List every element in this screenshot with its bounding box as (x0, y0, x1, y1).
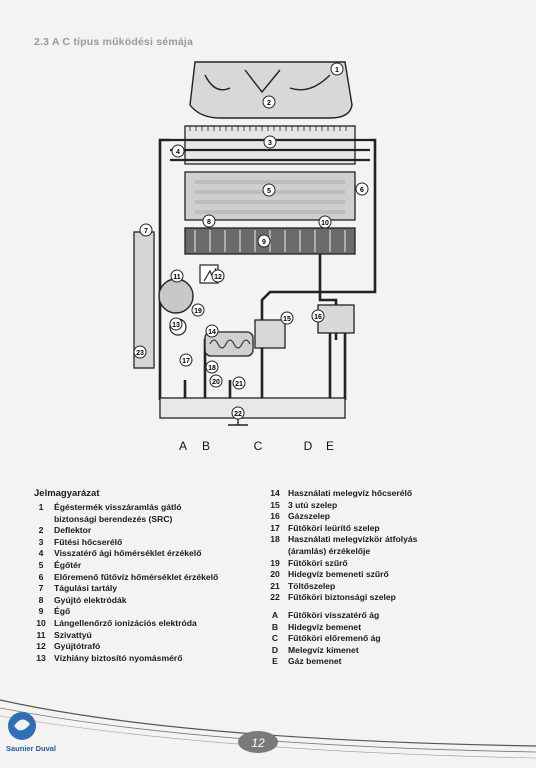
callout-17: 17 (179, 353, 193, 367)
callout-13: 13 (169, 317, 183, 331)
page-number-badge: 12 (238, 731, 278, 753)
callout-22: 22 (231, 406, 245, 420)
port-label-c: C (254, 439, 263, 453)
component-callouts: 1 2 3 4 5 6 7 8 9 10 11 12 13 14 15 16 1… (133, 62, 369, 420)
svg-text:9: 9 (262, 239, 266, 246)
port-label-b: B (202, 439, 210, 453)
svg-text:5: 5 (267, 188, 271, 195)
deflector (204, 69, 331, 94)
svg-text:15: 15 (283, 316, 291, 323)
callout-8: 8 (202, 214, 216, 228)
section-title: 2.3 A C típus működési sémája (34, 36, 194, 48)
gas-valve (317, 304, 355, 334)
callout-12: 12 (211, 269, 225, 283)
flue-hood (189, 61, 353, 119)
boiler-schematic: 1 2 3 4 5 6 7 8 9 10 11 12 13 14 15 16 1… (133, 61, 377, 453)
callout-16: 16 (311, 309, 325, 323)
callout-1: 1 (330, 62, 344, 76)
callout-2: 2 (262, 95, 276, 109)
svg-text:20: 20 (212, 379, 220, 386)
footer-decoration: 12 (0, 699, 536, 759)
callout-4: 4 (171, 144, 185, 158)
svg-text:3: 3 (268, 140, 272, 147)
port-label-a: A (179, 439, 187, 453)
callout-15: 15 (280, 311, 294, 325)
callout-6: 6 (355, 182, 369, 196)
svg-text:17: 17 (182, 358, 190, 365)
brand-logo-icon (8, 712, 36, 740)
svg-text:12: 12 (214, 274, 222, 281)
callout-11: 11 (170, 269, 184, 283)
legend-row: (áramlás) érzékelője (288, 545, 371, 556)
port-label-d: D (304, 439, 313, 453)
callout-5: 5 (262, 183, 276, 197)
svg-text:8: 8 (207, 219, 211, 226)
svg-text:22: 22 (234, 411, 242, 418)
callout-3: 3 (263, 135, 277, 149)
callout-19: 19 (191, 303, 205, 317)
callout-23: 23 (133, 345, 147, 359)
brand-name: Saunier Duval (6, 744, 57, 753)
callout-21: 21 (232, 376, 246, 390)
pump (158, 278, 194, 314)
three-way-valve (254, 319, 286, 349)
svg-text:6: 6 (360, 187, 364, 194)
connection-plate (159, 397, 346, 419)
svg-text:16: 16 (314, 314, 322, 321)
svg-text:1: 1 (335, 67, 339, 74)
page-number: 12 (251, 736, 265, 750)
callout-18: 18 (205, 360, 219, 374)
dhw-heat-exchanger (204, 331, 254, 357)
svg-text:14: 14 (208, 329, 216, 336)
svg-text:11: 11 (173, 274, 181, 281)
callout-10: 10 (318, 215, 332, 229)
svg-text:4: 4 (176, 149, 180, 156)
svg-text:21: 21 (235, 381, 243, 388)
callout-14: 14 (205, 324, 219, 338)
port-label-e: E (326, 439, 334, 453)
callout-7: 7 (139, 223, 153, 237)
callout-9: 9 (257, 234, 271, 248)
svg-text:18: 18 (208, 365, 216, 372)
svg-text:19: 19 (194, 308, 202, 315)
svg-text:10: 10 (321, 220, 329, 227)
legend-title: Jelmagyarázat (34, 488, 100, 499)
svg-text:2: 2 (267, 100, 271, 107)
legend-row: biztonsági berendezés (SRC) (54, 513, 173, 524)
svg-text:23: 23 (136, 350, 144, 357)
callout-20: 20 (209, 374, 223, 388)
svg-text:13: 13 (172, 322, 180, 329)
svg-text:7: 7 (144, 228, 148, 235)
